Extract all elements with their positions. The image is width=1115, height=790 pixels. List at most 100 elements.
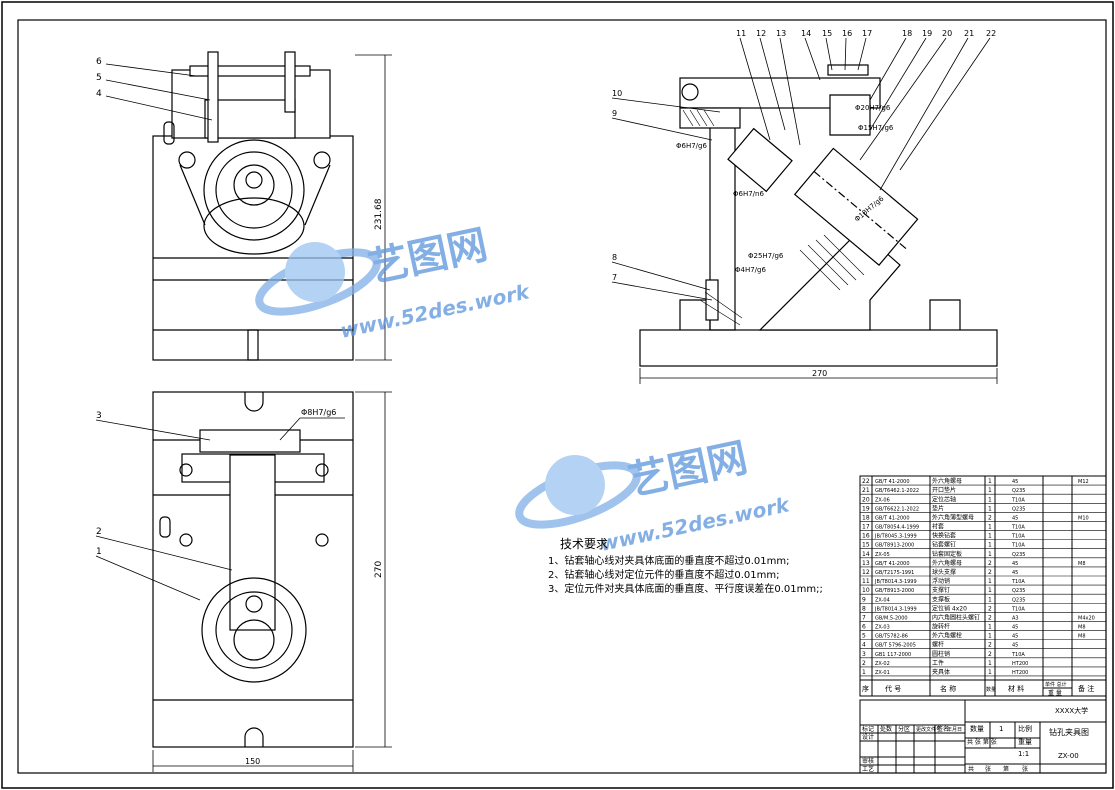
parts-cell-name: 外六角薄型螺母 <box>932 513 974 521</box>
parts-cell-mat: T10A <box>1011 525 1025 531</box>
parts-cell-name: 外六角螺栓 <box>932 632 962 640</box>
parts-cell-qty: 1 <box>988 596 992 603</box>
parts-cell-note: M4x20 <box>1078 615 1095 621</box>
parts-cell-qty: 1 <box>988 505 992 512</box>
parts-cell-no: 21 <box>862 487 870 494</box>
parts-header-qty: 数量 <box>986 686 996 693</box>
parts-cell-name: 钻套固定板 <box>932 550 962 558</box>
side-balloon-8: 8 <box>612 253 617 262</box>
parts-cell-qty: 2 <box>988 642 992 649</box>
side-balloon-18: 18 <box>902 29 912 38</box>
title-rev-mark: 标记 <box>862 725 874 733</box>
parts-cell-qty: 1 <box>988 624 992 631</box>
parts-cell-no: 12 <box>862 569 870 576</box>
parts-cell-qty: 1 <box>988 633 992 640</box>
parts-cell-mat: HT200 <box>1012 661 1028 667</box>
top-balloon-2: 2 <box>96 527 102 537</box>
parts-cell-no: 4 <box>862 642 866 649</box>
parts-header-code: 代 号 <box>885 684 901 693</box>
title-stage-label: 共 张 第 张 <box>967 738 997 746</box>
parts-cell-mat: HT200 <box>1012 670 1028 676</box>
parts-cell-qty: 2 <box>988 514 992 521</box>
side-hatching <box>682 109 865 326</box>
parts-cell-mat: 45 <box>1012 570 1018 576</box>
parts-cell-qty: 2 <box>988 560 992 567</box>
top-balloon-1: 1 <box>96 547 102 557</box>
side-balloon-10: 10 <box>612 89 622 98</box>
side-fit-20h7g6: Φ20H7/g6 <box>855 104 891 112</box>
parts-cell-name: 球头支撑 <box>932 568 956 576</box>
side-balloon-20: 20 <box>942 29 952 38</box>
title-qty-label: 数量 <box>970 724 984 733</box>
side-fit-15h7g6: Φ15H7/g6 <box>858 124 894 132</box>
parts-cell-mat: T10A <box>1011 543 1025 549</box>
tech-requirement-2: 2、钻套轴心线对定位元件的垂直度不超过0.01mm; <box>548 568 779 581</box>
parts-cell-mat: 45 <box>1012 625 1018 631</box>
parts-cell-qty: 2 <box>988 569 992 576</box>
title-weight-label: 重量 <box>1018 738 1032 746</box>
side-balloon-21: 21 <box>964 29 974 38</box>
parts-cell-mat: 45 <box>1012 643 1018 649</box>
parts-cell-no: 20 <box>862 496 870 503</box>
title-qty-value: 1 <box>999 725 1003 733</box>
parts-cell-name: 定位销 4x20 <box>932 604 967 612</box>
side-balloon-22: 22 <box>986 29 996 38</box>
parts-cell-mat: 45 <box>1012 634 1018 640</box>
front-balloon-4: 4 <box>96 89 102 99</box>
parts-cell-code: GB/T 41-2000 <box>875 515 910 521</box>
title-rev-doc: 更改文件号 <box>916 726 941 733</box>
title-rev-zone: 分区 <box>898 725 910 733</box>
parts-cell-qty: 1 <box>988 487 992 494</box>
side-balloon-15: 15 <box>822 29 832 38</box>
parts-cell-code: ZX-05 <box>875 552 890 558</box>
parts-cell-no: 9 <box>862 596 866 603</box>
parts-cell-code: ZX-06 <box>875 497 890 503</box>
parts-cell-no: 10 <box>862 587 870 594</box>
parts-cell-name: 内六角圆柱头螺钉 <box>932 613 980 621</box>
side-balloon-7: 7 <box>612 273 617 282</box>
parts-cell-mat: Q235 <box>1012 488 1025 494</box>
parts-cell-mat: T10A <box>1011 579 1025 585</box>
parts-cell-code: GB/T8913-2000 <box>875 543 914 549</box>
parts-cell-mat: Q235 <box>1012 588 1025 594</box>
side-fit-25h7g6: Φ25H7/g6 <box>748 252 784 260</box>
parts-header-no: 序 <box>862 684 869 693</box>
parts-cell-qty: 1 <box>988 587 992 594</box>
parts-cell-no: 15 <box>862 542 870 549</box>
top-dim-width: 150 <box>245 757 260 766</box>
parts-cell-note: M12 <box>1078 479 1089 485</box>
side-balloon-17: 17 <box>862 29 872 38</box>
parts-cell-no: 19 <box>862 505 870 512</box>
parts-cell-mat: Q235 <box>1012 552 1025 558</box>
parts-cell-no: 11 <box>862 578 870 585</box>
parts-cell-mat: 45 <box>1012 561 1018 567</box>
parts-cell-qty: 1 <box>988 496 992 503</box>
parts-cell-name: 工件 <box>932 659 944 667</box>
parts-cell-name: 支撑钉 <box>932 586 950 594</box>
parts-cell-code: ZX-02 <box>875 661 890 667</box>
title-drawing-no: ZX-00 <box>1058 752 1079 760</box>
parts-cell-no: 8 <box>862 605 866 612</box>
parts-cell-code: GB/T2175-1991 <box>875 570 914 576</box>
title-drawing-name: 钻孔夹具图 <box>1049 727 1089 737</box>
side-balloon-11: 11 <box>736 29 746 38</box>
parts-header-name: 名 称 <box>940 684 956 693</box>
parts-cell-code: GB/T 5796-2005 <box>875 643 916 649</box>
parts-header-weight-sub: 重 量 <box>1048 689 1062 697</box>
title-bottom-sheet2: 张 <box>1022 765 1028 773</box>
parts-cell-name: 垫片 <box>932 504 944 512</box>
parts-cell-name: 旋转杆 <box>932 623 950 631</box>
side-balloon-14: 14 <box>801 29 811 38</box>
parts-header-mat: 材 料 <box>1008 684 1024 693</box>
parts-cell-no: 6 <box>862 624 866 631</box>
side-fit-4h7g6: Φ4H7/g6 <box>735 266 766 274</box>
parts-cell-code: GB/T 41-2000 <box>875 479 910 485</box>
parts-cell-qty: 1 <box>988 478 992 485</box>
title-bottom-total: 共 <box>968 765 974 773</box>
front-balloon-6: 6 <box>96 57 102 67</box>
parts-cell-code: JB/T8014.3-1999 <box>874 579 917 585</box>
parts-cell-code: GB/T 41-2000 <box>875 561 910 567</box>
top-fit-label: Φ8H7/g6 <box>301 408 336 417</box>
top-balloon-3: 3 <box>96 411 102 421</box>
